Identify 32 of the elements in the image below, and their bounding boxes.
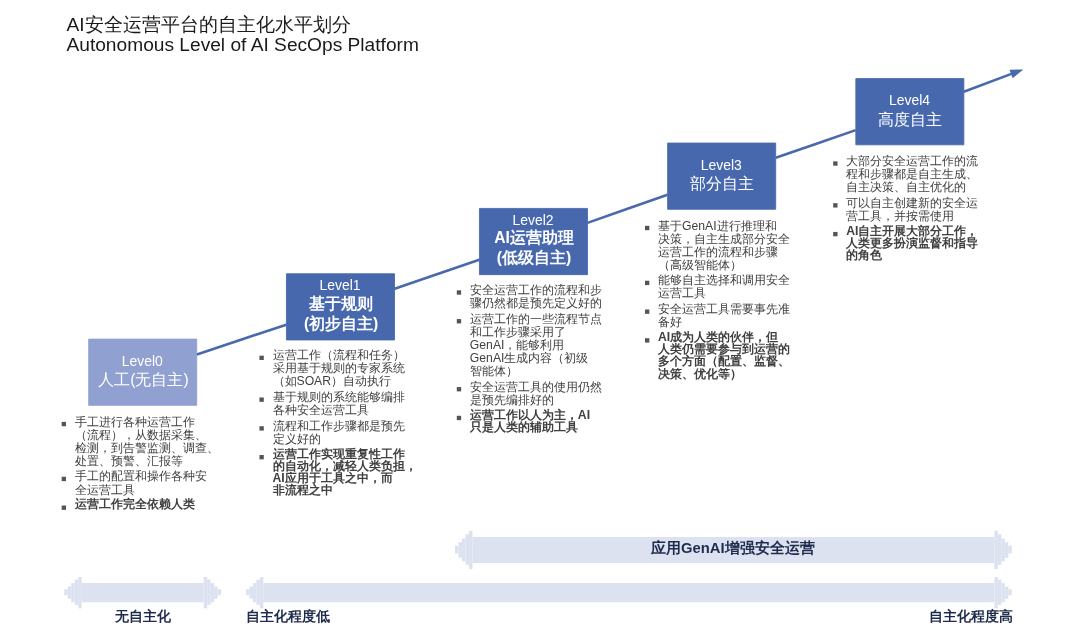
arrow <box>962 69 1023 93</box>
node-label: 可以自主创建新的安全运营工具，并按需使用 <box>845 195 978 223</box>
node-label: 运营工作以人为主，AI只是人类的辅助工具 <box>469 407 590 434</box>
node-label: 基于规则的系统能够编排各种安全运营工具 <box>272 390 405 418</box>
node-box: Level2 AI运营助理 (低级自主) <box>478 208 588 276</box>
node-label: 无自主化 <box>114 608 171 625</box>
node-label: 运营工作实现重复性工作的自动化，减轻人类负担，AI应用于工具之中，而非流程之中 <box>272 446 417 498</box>
node-box: Level1 基于规则 (初步自主) <box>285 273 395 341</box>
connector <box>393 258 480 290</box>
node-label: 大部分安全运营工作的流程和步骤都是自主生成、自主决策、自主优化的 <box>845 154 978 195</box>
connector <box>774 128 856 160</box>
node-label: AI自主开展大部分工作，人类更多扮演监督和指导的角色 <box>845 223 978 263</box>
node-label: 运营工作的一些流程节点和工作步骤采用了GenAI，能够利用GenAI生成内容（初级智能体） <box>469 311 602 379</box>
connector <box>586 193 668 225</box>
node-label: 手工进行各种运营工作（流程），从数据采集、检测，到告警监测、调查、处置、预警、汇报等 <box>74 414 219 468</box>
diagram-title: AI安全运营平台的自主化水平划分 Autonomous Level of AI SecOps Platform <box>65 13 419 56</box>
node-label: 自主化程度高 <box>928 608 1013 625</box>
node-label: 能够自主选择和调用安全运营工具 <box>657 273 790 301</box>
node-label: 安全运营工具需要事先准备好 <box>657 302 790 330</box>
node-label: 手工的配置和操作各种安全运营工具 <box>74 469 207 497</box>
connector <box>195 323 287 356</box>
node-label: 自主化程度低 <box>245 608 330 625</box>
node-label: 基于GenAI进行推理和决策，自主生成部分安全运营工作的流程和步骤（高级智能体） <box>657 218 790 272</box>
node-label: AI成为人类的伙伴，但人类仍需要参与到运营的多个方面（配置、监督、决策、优化等） <box>657 330 790 381</box>
node-label: 安全运营工具的使用仍然是预先编排好的 <box>469 379 602 407</box>
node-box: Level3 部分自主 <box>666 142 776 210</box>
node-label: 运营工作（流程和任务）采用基于规则的专家系统（如SOAR）自动执行 <box>272 348 405 389</box>
node-label: 流程和工作步骤都是预先定义好的 <box>272 418 405 446</box>
node-box: Level4 高度自主 <box>854 78 964 146</box>
node-label: 安全运营工作的流程和步骤仍然都是预先定义好的 <box>469 282 602 311</box>
node-box: Level0 人工(无自主) <box>87 338 197 406</box>
node-label: 运营工作完全依赖人类 <box>74 497 195 512</box>
